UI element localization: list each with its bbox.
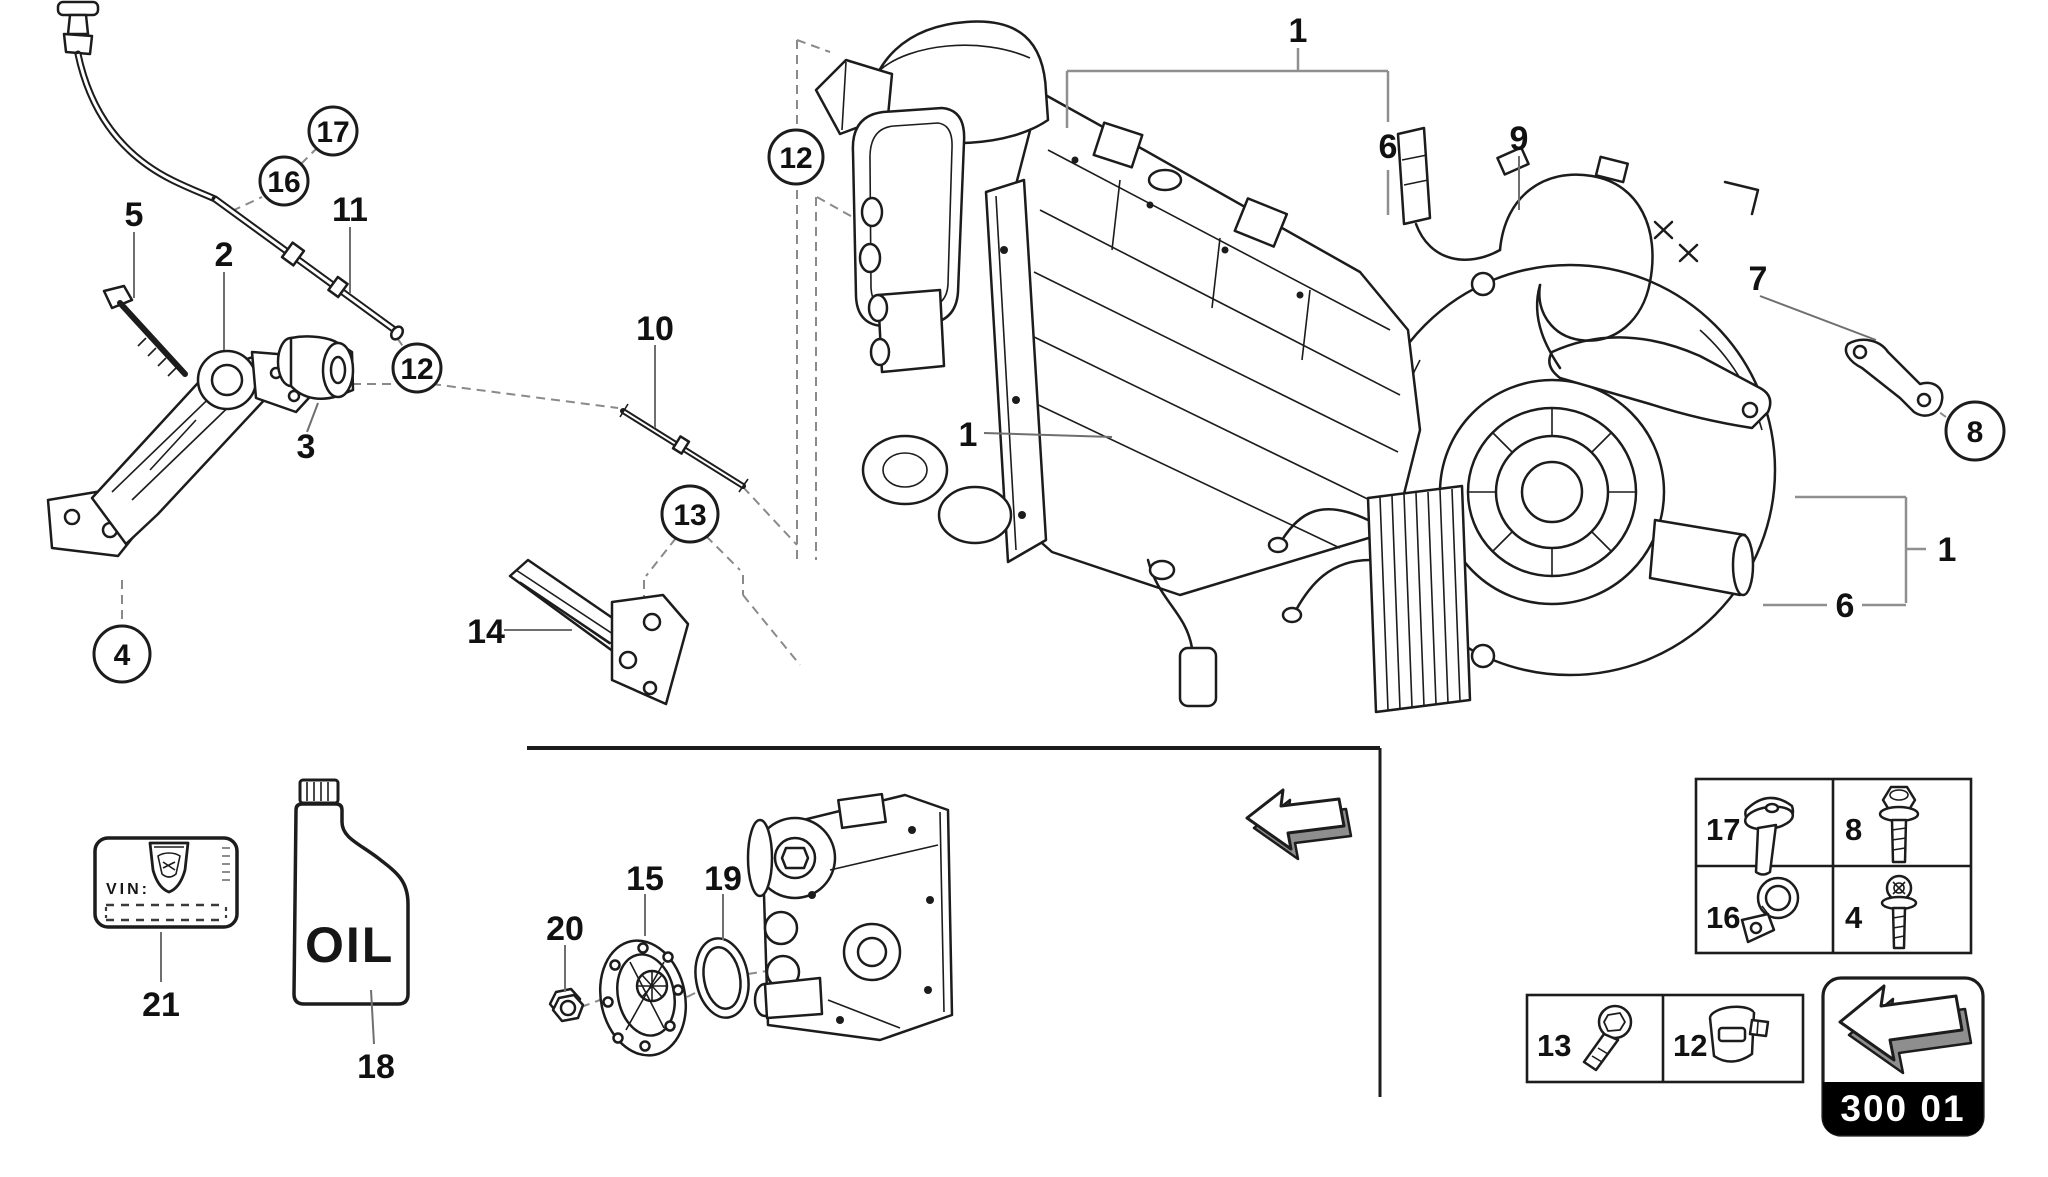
fastener-legend-upper: 17 8 16 4 [1694, 777, 1973, 955]
valve-body-unit [746, 792, 954, 1042]
solenoid-stack [867, 288, 946, 374]
bracket-plate [610, 593, 690, 706]
group-bracket-lines [1065, 48, 1926, 607]
circled-callout-12-left: 12 [391, 342, 443, 394]
legend-cell-8-num: 8 [1845, 812, 1862, 847]
dipstick-tube-assembly [56, 0, 405, 341]
callout-11: 11 [332, 191, 368, 229]
callout-2: 2 [215, 236, 234, 274]
svg-text:17: 17 [316, 116, 349, 149]
circled-callouts: 17 16 12 13 4 12 8 [92, 105, 2006, 684]
rear-mount-arm [1548, 336, 1772, 430]
callout-21: 21 [142, 986, 180, 1024]
clutch-pack [1438, 378, 1666, 606]
washer-head-bolt-icon [1880, 874, 1918, 950]
callout-9: 9 [1510, 120, 1529, 158]
callout-15: 15 [626, 860, 664, 898]
callout-5: 5 [125, 196, 144, 234]
direction-arrow-icon [1245, 788, 1353, 861]
vin-plate-side-code [222, 847, 230, 881]
circled-callout-16: 16 [258, 155, 310, 207]
callout-6-top: 6 [1379, 128, 1398, 166]
mount-arm-2 [46, 349, 320, 558]
svg-text:8: 8 [1967, 416, 1984, 449]
circled-callout-8: 8 [1944, 400, 2006, 462]
stud-bolt-5 [102, 284, 188, 377]
front-cover [851, 106, 966, 328]
nut-20 [548, 987, 585, 1023]
callout-6-right: 6 [1836, 587, 1855, 625]
callout-10: 10 [636, 310, 674, 348]
o-ring-19 [694, 937, 750, 1019]
lamborghini-shield-logo [148, 841, 190, 894]
svg-text:4: 4 [114, 639, 131, 672]
band-clamp-icon [1708, 1005, 1770, 1063]
callout-1-main: 1 [959, 416, 978, 454]
back-arrow-icon [1838, 984, 1973, 1075]
callout-19: 19 [704, 860, 742, 898]
callout-1-right: 1 [1938, 531, 1957, 569]
valve-body-section [527, 746, 1382, 1097]
vin-label: VIN: [106, 881, 150, 898]
leader-lines [133, 156, 1877, 1045]
transmission-case [1010, 90, 1422, 597]
speed-sensor-cable [1146, 558, 1218, 708]
rod-10 [619, 403, 749, 493]
legend-cell-17-num: 17 [1706, 812, 1740, 847]
circled-callout-13: 13 [660, 484, 720, 544]
svg-text:12: 12 [779, 142, 812, 175]
callout-3: 3 [297, 428, 316, 466]
socket-head-bolt-icon [1582, 1004, 1633, 1072]
lever-bracket-7 [1844, 338, 1944, 417]
callout-labels: 5 2 11 10 3 14 1 6 9 7 1 1 6 15 19 20 21… [125, 12, 1957, 1086]
p-clamp-icon [1740, 876, 1800, 944]
callout-20: 20 [546, 910, 584, 948]
callout-1-top: 1 [1289, 12, 1308, 50]
circled-callout-4: 4 [92, 624, 152, 684]
fastener-legend-lower: 13 12 [1525, 993, 1805, 1084]
page-code-badge: 300 01 [1821, 976, 1985, 1137]
svg-text:13: 13 [673, 499, 706, 532]
support-bracket-14 [508, 558, 690, 706]
oil-bottle: OIL [292, 778, 410, 1006]
hex-flange-bolt-icon [1878, 785, 1920, 864]
dipstick-handle [56, 0, 100, 17]
callout-7: 7 [1749, 260, 1768, 298]
oil-cooler [1267, 484, 1472, 714]
svg-text:12: 12 [400, 353, 433, 386]
oil-bottle-label: OIL [305, 917, 394, 973]
callout-18: 18 [357, 1048, 395, 1086]
pump-flange-15 [598, 939, 688, 1057]
circled-callout-17: 17 [307, 105, 359, 157]
legend-cell-13-num: 13 [1537, 1028, 1571, 1063]
legend-cell-16-num: 16 [1706, 900, 1740, 935]
wiring-harness [1396, 126, 1760, 370]
gearbox-illustration [814, 20, 1777, 714]
legend-cell-12-num: 12 [1673, 1028, 1707, 1063]
circled-callout-12-top: 12 [767, 128, 825, 186]
page-code: 300 01 [1840, 1088, 1965, 1129]
callout-14: 14 [467, 613, 505, 651]
bushing-3 [276, 335, 355, 400]
pan-head-screw-icon [1743, 796, 1795, 876]
legend-cell-4-num: 4 [1845, 900, 1863, 935]
vin-plate: VIN: [93, 836, 239, 929]
svg-text:16: 16 [267, 166, 300, 199]
